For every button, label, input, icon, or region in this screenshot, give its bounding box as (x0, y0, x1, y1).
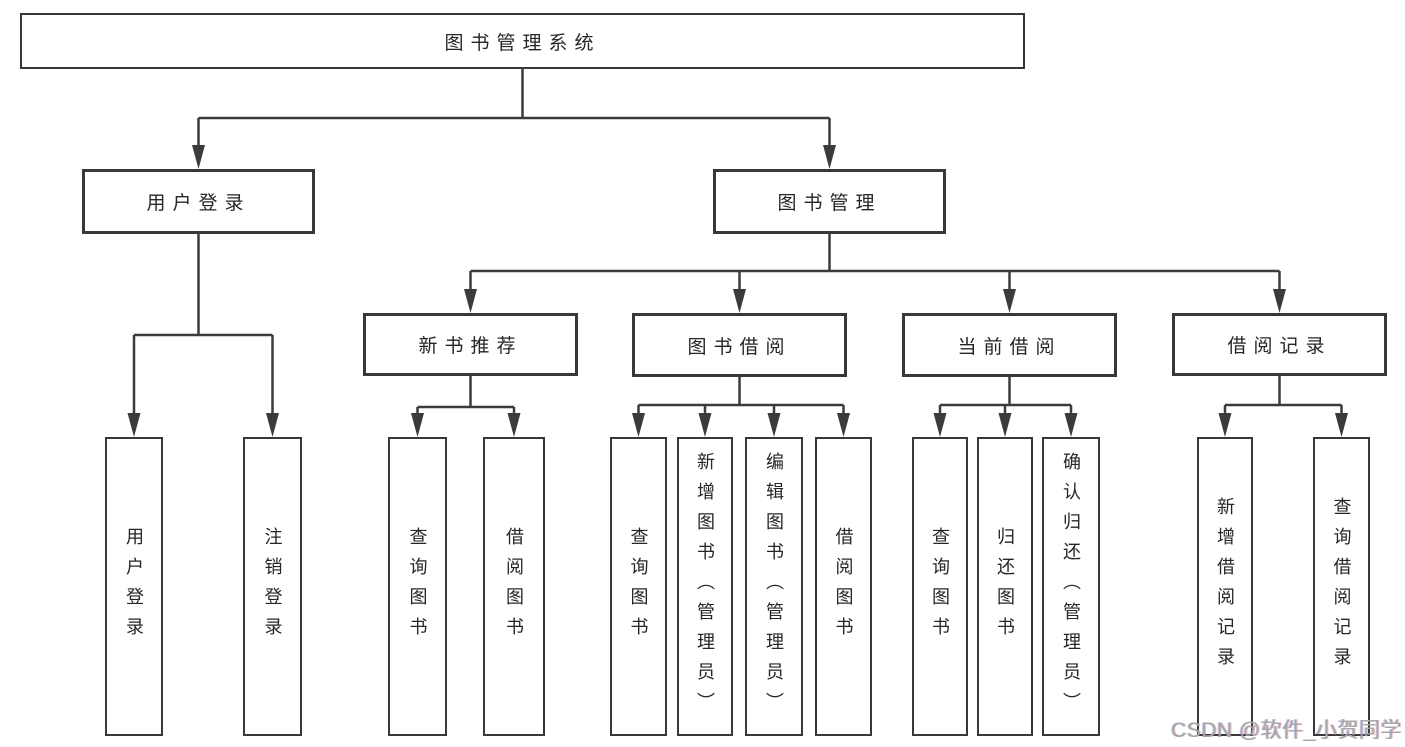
leaf-query-books: 查询图书 (912, 437, 968, 736)
leaf-label: 借阅图书 (833, 526, 854, 647)
leaf-return-books: 归还图书 (977, 437, 1033, 736)
node-new-book-recommendation: 新书推荐 (363, 313, 578, 376)
leaf-label: 新增借阅记录 (1215, 496, 1235, 677)
leaf-label: 注销登录 (262, 526, 283, 647)
leaf-add-books-admin: 新增图书（管理员） (677, 437, 733, 736)
node-borrowing-records: 借阅记录 (1172, 313, 1387, 376)
leaf-label: 查询图书 (930, 526, 950, 647)
node-label: 新书推荐 (418, 336, 523, 357)
leaf-query-books: 查询图书 (388, 437, 447, 736)
leaf-query-books: 查询图书 (610, 437, 667, 736)
leaf-label: 归还图书 (995, 526, 1015, 647)
leaf-label: 新增图书（管理员） (695, 451, 715, 722)
arrowheads (127, 145, 1348, 437)
node-label: 用户登录 (146, 193, 251, 214)
node-label: 当前借阅 (957, 336, 1062, 358)
leaf-label: 查询图书 (407, 526, 428, 647)
node-label: 图书管理 (777, 193, 882, 214)
leaf-query-borrowing-record: 查询借阅记录 (1313, 437, 1370, 736)
leaf-label: 查询借阅记录 (1331, 496, 1352, 677)
leaf-label: 查询图书 (628, 526, 649, 647)
leaf-borrow-books: 借阅图书 (815, 437, 872, 736)
leaf-user-login: 用户登录 (105, 437, 163, 736)
leaf-label: 编辑图书（管理员） (764, 451, 784, 722)
node-current-borrowing: 当前借阅 (902, 313, 1117, 377)
node-label: 图书借阅 (687, 336, 792, 358)
node-book-management: 图书管理 (713, 169, 946, 234)
node-label: 借阅记录 (1227, 336, 1332, 357)
leaf-add-borrowing-record: 新增借阅记录 (1197, 437, 1253, 736)
leaf-edit-books-admin: 编辑图书（管理员） (745, 437, 803, 736)
leaf-label: 确认归还（管理员） (1061, 451, 1081, 722)
node-book-borrowing: 图书借阅 (632, 313, 847, 377)
csdn-watermark: CSDN @软件_小贺同学 (1171, 719, 1402, 742)
leaf-confirm-return-admin: 确认归还（管理员） (1042, 437, 1100, 736)
leaf-borrow-books: 借阅图书 (483, 437, 545, 736)
node-label: 图书管理系统 (444, 32, 601, 54)
leaf-label: 借阅图书 (504, 526, 524, 647)
node-library-management-system: 图书管理系统 (20, 13, 1025, 69)
leaf-label: 用户登录 (124, 526, 144, 647)
node-user-login: 用户登录 (82, 169, 315, 234)
leaf-logout: 注销登录 (243, 437, 302, 736)
